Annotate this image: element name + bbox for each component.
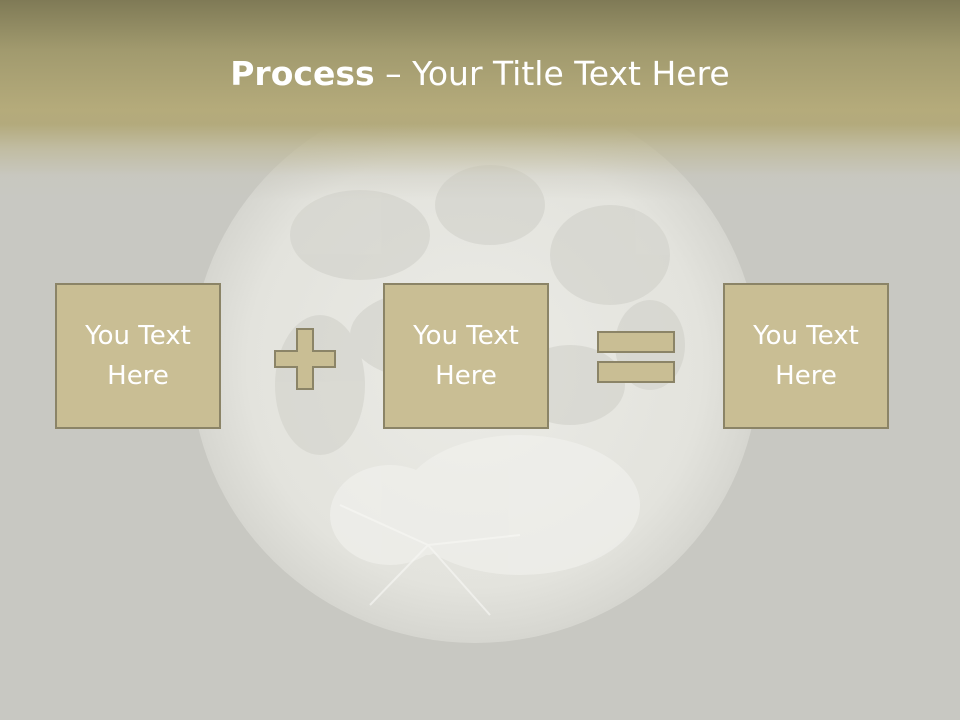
slide-title: Process – Your Title Text Here	[0, 52, 960, 96]
text-box-1[interactable]: You Text Here	[55, 283, 221, 429]
title-rest: – Your Title Text Here	[374, 54, 730, 93]
equals-icon	[597, 331, 675, 383]
text-box-1-line2: Here	[107, 361, 169, 391]
title-band	[0, 0, 960, 200]
text-box-1-line1: You Text	[85, 321, 191, 351]
title-bold: Process	[230, 54, 375, 93]
text-box-3-line2: Here	[775, 361, 837, 391]
text-box-2-line1: You Text	[413, 321, 519, 351]
plus-icon	[274, 328, 336, 390]
text-box-2-line2: Here	[435, 361, 497, 391]
text-box-2[interactable]: You Text Here	[383, 283, 549, 429]
text-box-3-line1: You Text	[753, 321, 859, 351]
text-box-3[interactable]: You Text Here	[723, 283, 889, 429]
